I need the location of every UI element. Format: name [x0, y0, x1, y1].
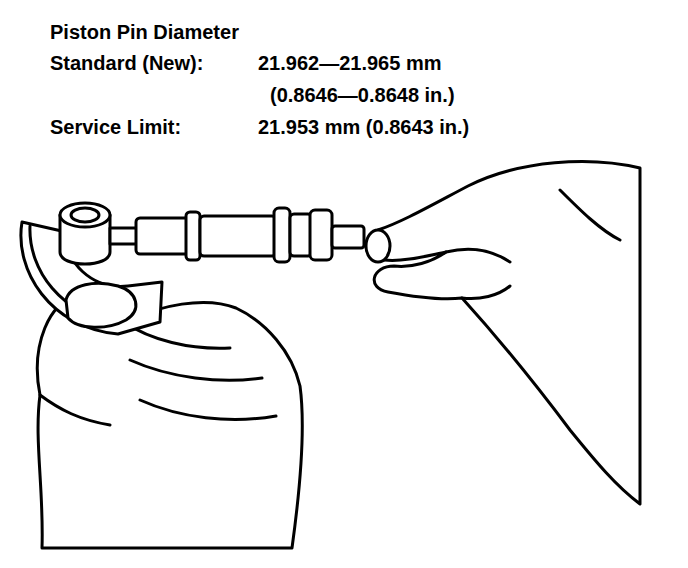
heading: Piston Pin Diameter	[50, 20, 239, 44]
dimension: 21.953 mm (0.8643 in.)	[258, 115, 469, 139]
spindle	[110, 228, 138, 244]
left-hand	[37, 295, 302, 548]
right-hand	[366, 162, 640, 504]
ratchet-knob	[366, 230, 390, 262]
dimension: 21.962—21.965 mm	[258, 51, 441, 75]
pin-bore	[71, 208, 99, 222]
sleeve	[136, 218, 192, 254]
sleeve-ring	[186, 212, 200, 260]
spec-label: Service Limit:	[50, 115, 181, 139]
thimble-ring	[274, 208, 290, 262]
dimension: (0.8646—0.8648 in.)	[270, 83, 455, 107]
thimble	[200, 216, 276, 256]
ratchet-shaft	[332, 226, 364, 248]
spec-label: Standard (New):	[50, 51, 203, 75]
left-thumb	[66, 283, 136, 327]
thimble-ring	[310, 210, 332, 260]
finger-line	[446, 190, 620, 299]
pin-end	[60, 203, 110, 227]
finger-line	[40, 322, 276, 425]
